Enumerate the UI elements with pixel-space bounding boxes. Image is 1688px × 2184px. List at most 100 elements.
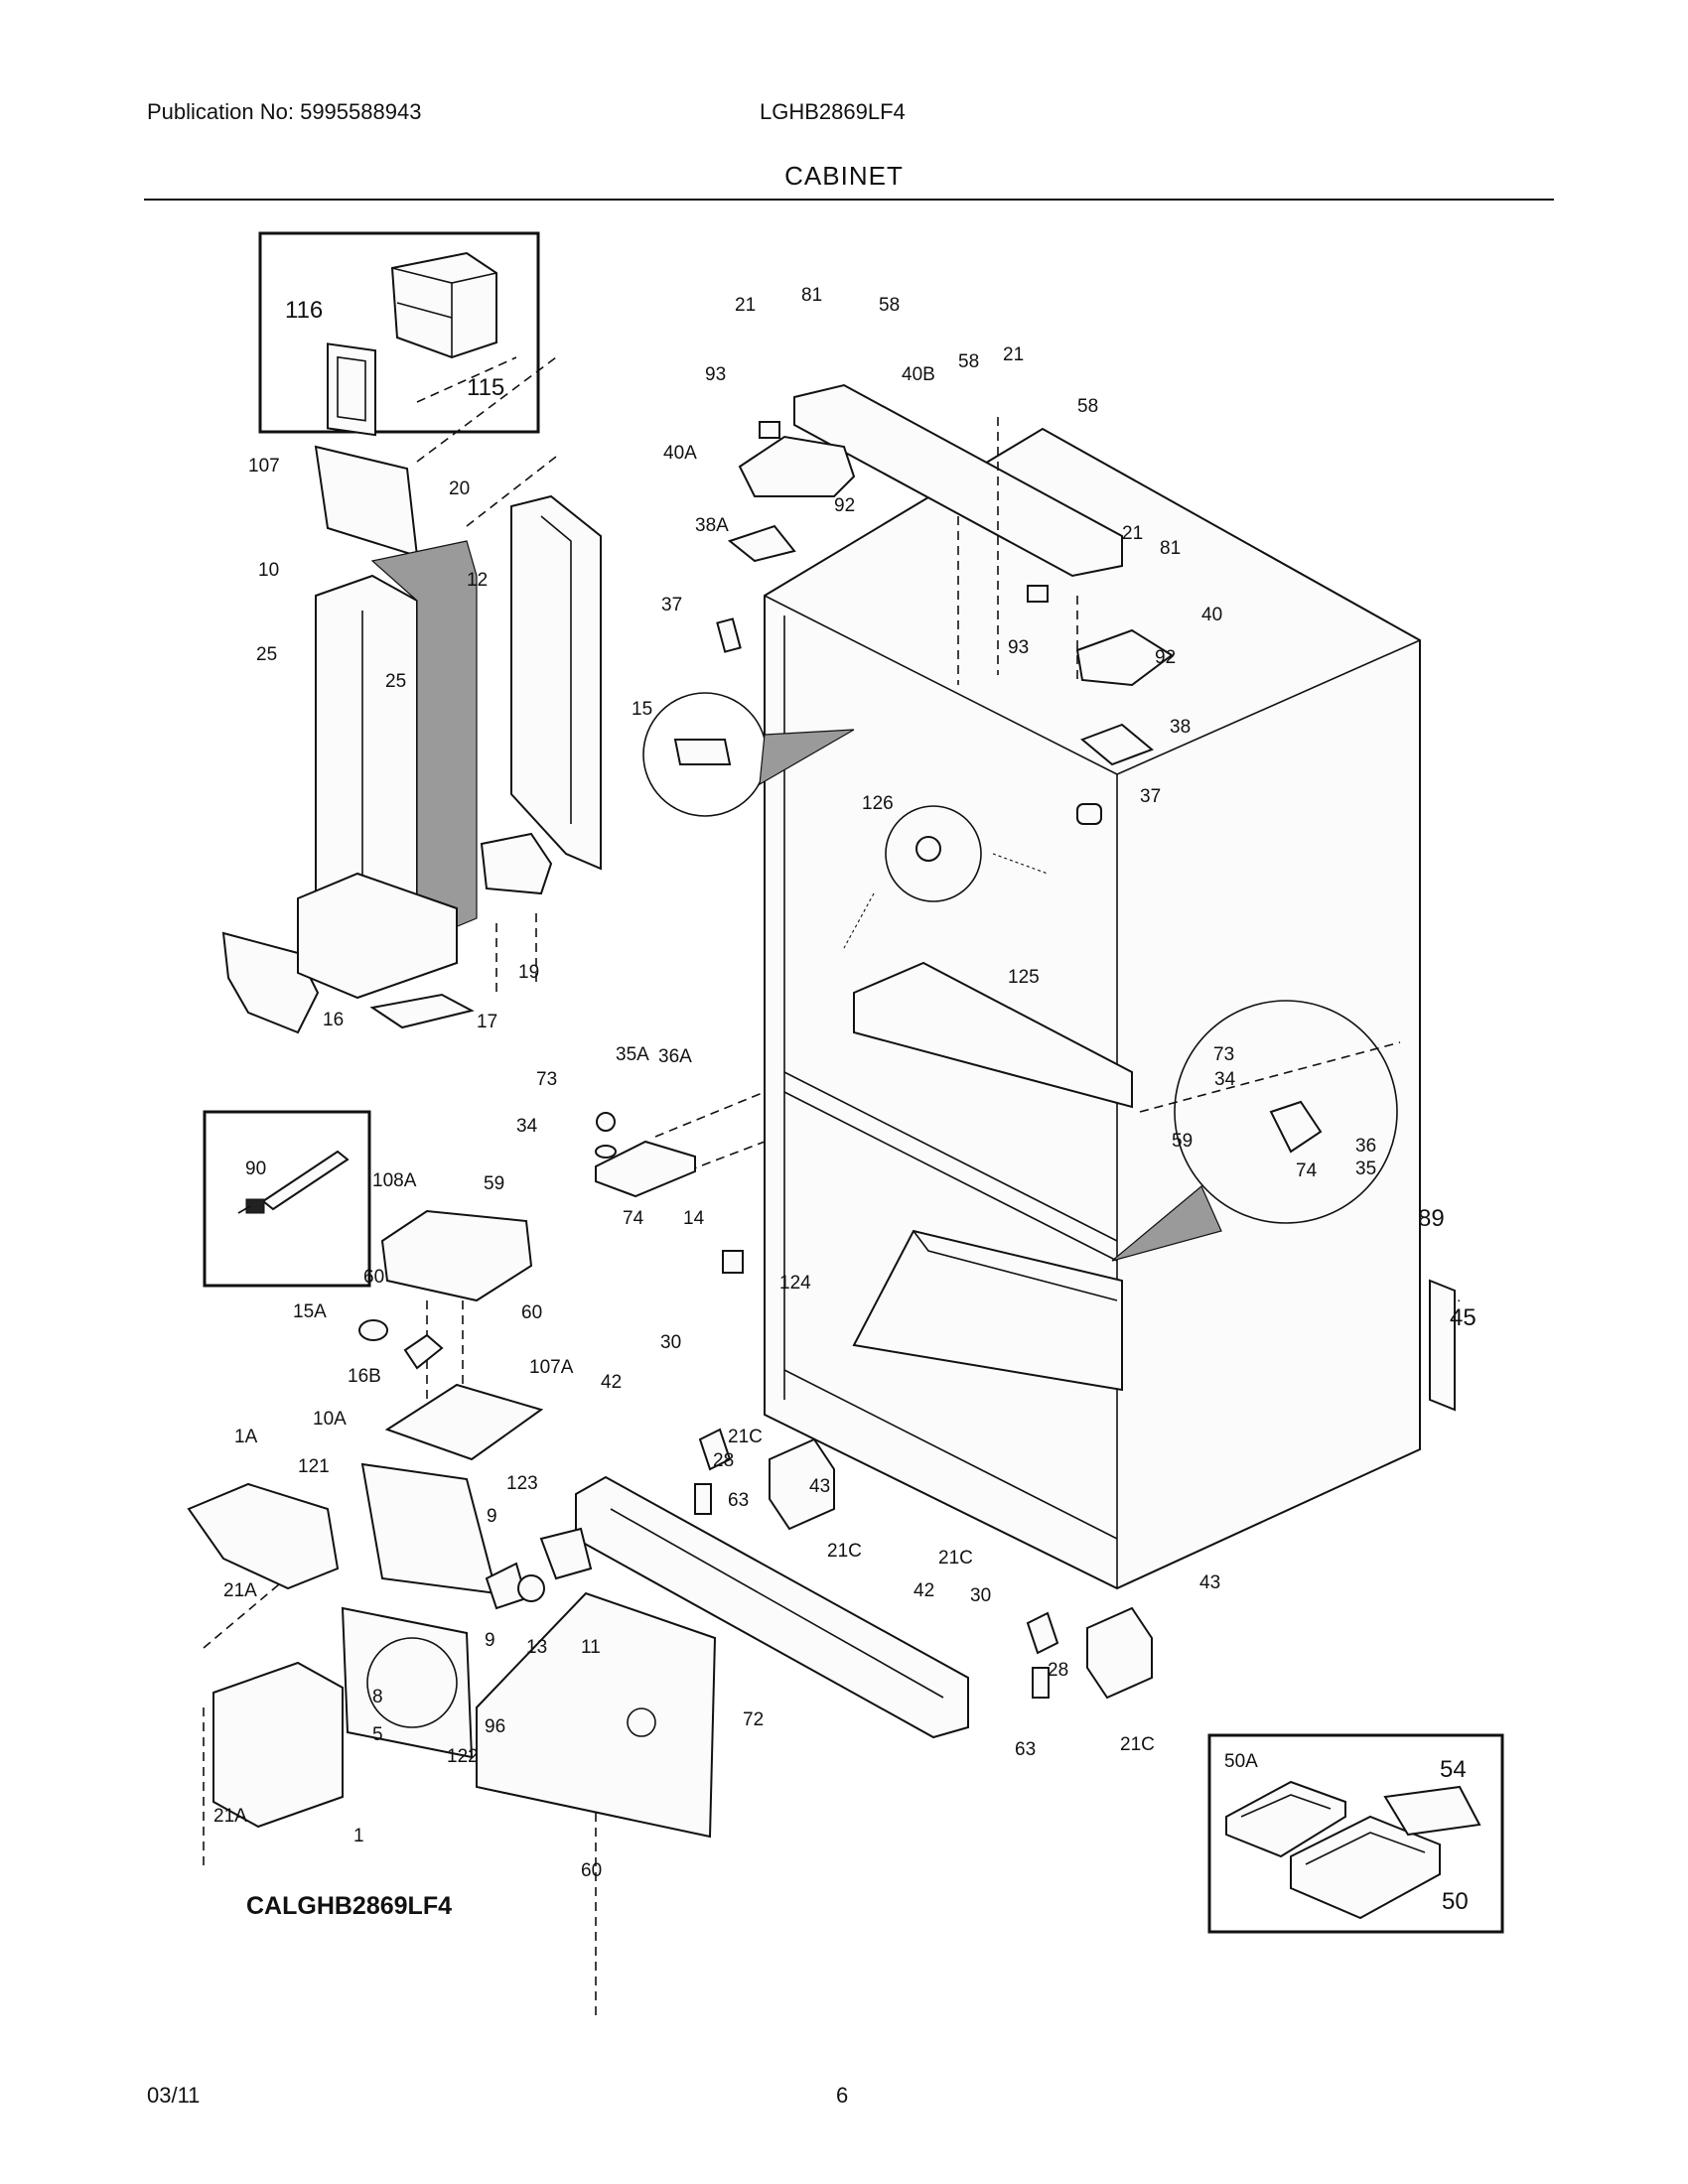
callout-21c-a: 21C	[728, 1427, 763, 1447]
callout-12: 12	[467, 570, 488, 591]
callout-16: 16	[323, 1010, 344, 1030]
callout-40a: 40A	[663, 443, 697, 464]
callout-42-right: 42	[914, 1580, 934, 1601]
callout-73-right: 73	[1213, 1044, 1234, 1065]
callout-25-left: 25	[256, 644, 277, 665]
callout-72: 72	[743, 1709, 764, 1730]
callout-5: 5	[372, 1724, 383, 1745]
callout-43-left: 43	[809, 1476, 830, 1497]
callout-59-right: 59	[1172, 1131, 1193, 1152]
callout-92-right: 92	[1155, 647, 1176, 668]
evaporator-fan-assembly	[187, 1462, 717, 1839]
callout-43-right: 43	[1199, 1572, 1220, 1593]
callout-21a-b: 21A	[213, 1806, 247, 1827]
section-title: CABINET	[784, 161, 904, 191]
callout-81-right: 81	[1160, 538, 1181, 559]
callout-1a: 1A	[234, 1427, 258, 1447]
assembly-lines	[203, 356, 1461, 2015]
callout-21a-a: 21A	[223, 1580, 257, 1601]
cabinet-body	[575, 383, 1421, 1739]
callout-126: 126	[862, 793, 894, 814]
callout-28-right: 28	[1048, 1660, 1068, 1681]
callout-35a: 35A	[616, 1044, 649, 1065]
inset-ice-container-gasket	[258, 231, 540, 437]
callout-60-b: 60	[521, 1302, 542, 1323]
callout-25-mid: 25	[385, 671, 406, 692]
callout-21c-d: 21C	[1120, 1734, 1155, 1755]
callout-93-right: 93	[1008, 637, 1029, 658]
callout-30-right: 30	[970, 1585, 991, 1606]
top-hinge-parts	[716, 421, 1174, 825]
callout-16b: 16B	[348, 1366, 381, 1387]
publication-number: Publication No: 5995588943	[147, 99, 422, 124]
callout-28-left: 28	[713, 1450, 734, 1471]
callout-74-left: 74	[623, 1208, 644, 1229]
callout-10a: 10A	[313, 1409, 347, 1430]
callout-108a: 108A	[372, 1170, 417, 1191]
footer-date: 03/11	[147, 2083, 201, 2108]
callout-17: 17	[477, 1012, 497, 1032]
callout-21-right: 21	[1122, 523, 1143, 544]
callout-63-left: 63	[728, 1490, 749, 1511]
callout-92-top: 92	[834, 495, 855, 516]
detail-callout-circles	[642, 692, 1398, 1262]
callout-54: 54	[1440, 1756, 1467, 1783]
page-number: 6	[836, 2083, 849, 2108]
callout-38: 38	[1170, 717, 1191, 738]
callout-labels: 116 115 107 20 10 12 25 25 1 9 16 17 21 8…	[213, 285, 1477, 1915]
callout-36: 36	[1355, 1136, 1376, 1157]
callout-1: 1	[353, 1826, 364, 1846]
callout-9-b: 9	[485, 1630, 495, 1651]
inset-wire-harness	[203, 1110, 371, 1288]
callout-37-right: 37	[1140, 786, 1161, 807]
callout-21-top-a: 21	[735, 295, 756, 316]
callout-38a: 38A	[695, 515, 729, 536]
callout-107a: 107A	[529, 1357, 574, 1378]
left-column-parts	[221, 445, 602, 1034]
callout-107: 107	[248, 456, 280, 477]
callout-96: 96	[485, 1716, 505, 1737]
callout-74-right: 74	[1296, 1160, 1318, 1181]
inset-control-board	[1207, 1733, 1504, 1934]
callout-58-top-c: 58	[1077, 396, 1098, 417]
callout-121: 121	[298, 1456, 330, 1477]
callout-63-right: 63	[1015, 1739, 1036, 1760]
callout-50: 50	[1442, 1888, 1469, 1915]
callout-35: 35	[1355, 1159, 1376, 1179]
callout-34-right: 34	[1214, 1069, 1236, 1090]
callout-90: 90	[245, 1159, 266, 1179]
callout-10: 10	[258, 560, 279, 581]
callout-73-left: 73	[536, 1069, 557, 1090]
callout-81-top: 81	[801, 285, 822, 306]
callout-30-left: 30	[660, 1332, 681, 1353]
lower-hinges	[694, 1279, 1456, 1700]
callout-15a: 15A	[293, 1301, 327, 1322]
callout-123: 123	[506, 1473, 538, 1494]
callout-122: 122	[447, 1746, 479, 1767]
callout-42-left: 42	[601, 1372, 622, 1393]
lower-hinge-cluster-left	[595, 1112, 744, 1274]
callout-60-c: 60	[581, 1860, 602, 1881]
callout-21-top-b: 21	[1003, 344, 1024, 365]
callout-8: 8	[372, 1687, 383, 1707]
callout-13: 13	[526, 1637, 547, 1658]
callout-36a: 36A	[658, 1046, 692, 1067]
callout-93-top: 93	[705, 364, 726, 385]
callout-40: 40	[1201, 605, 1222, 625]
callout-60-a: 60	[363, 1267, 384, 1288]
callout-21c-b: 21C	[827, 1541, 862, 1562]
callout-116: 116	[285, 297, 323, 324]
light-housing-parts	[358, 1209, 544, 1461]
callout-45: 45	[1450, 1304, 1477, 1331]
callout-124: 124	[779, 1273, 811, 1294]
header-rule	[144, 199, 1554, 201]
callout-14: 14	[683, 1208, 705, 1229]
callout-58-top-b: 58	[958, 351, 979, 372]
callout-125: 125	[1008, 967, 1040, 988]
callout-9-a: 9	[487, 1506, 497, 1527]
callout-20: 20	[449, 478, 470, 499]
callout-59-left: 59	[484, 1173, 504, 1194]
callout-115: 115	[467, 374, 504, 401]
callout-89: 89	[1418, 1205, 1445, 1232]
